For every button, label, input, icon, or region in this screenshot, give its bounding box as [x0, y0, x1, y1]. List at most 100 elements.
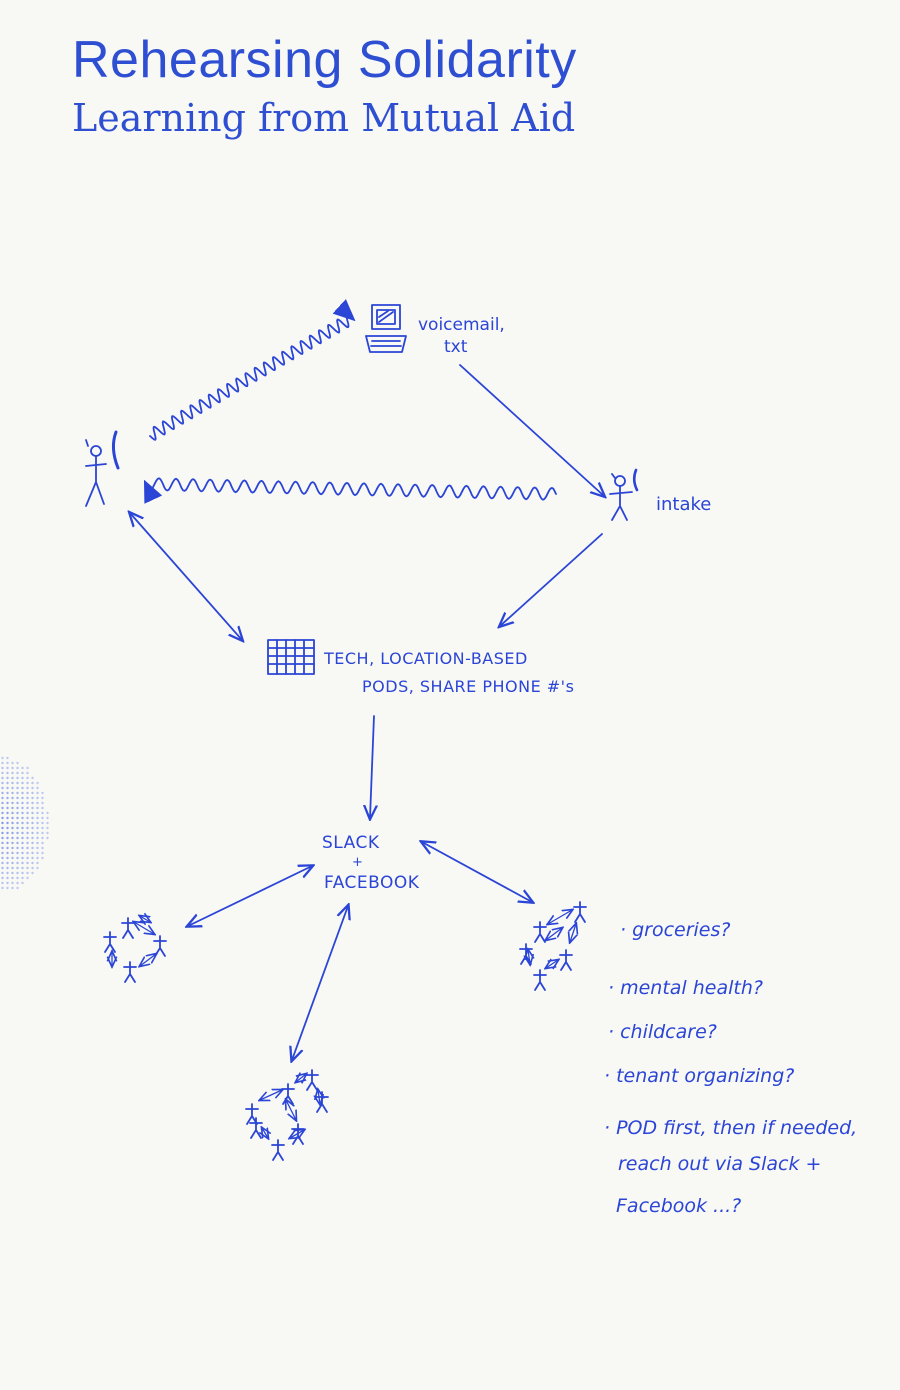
halftone-dot — [21, 806, 24, 810]
halftone-dot — [36, 791, 39, 795]
halftone-dot — [31, 846, 34, 850]
halftone-dot — [1, 801, 4, 805]
halftone-dot — [16, 871, 19, 875]
halftone-dot — [31, 781, 34, 785]
halftone-dot — [21, 776, 24, 780]
halftone-dot — [21, 831, 24, 835]
halftone-dot — [46, 836, 49, 840]
halftone-dot — [1, 771, 4, 775]
halftone-dot — [16, 886, 19, 890]
halftone-dot — [6, 831, 9, 835]
pod-cluster-right — [519, 901, 587, 991]
halftone-dot — [41, 801, 44, 805]
halftone-dot — [21, 846, 24, 850]
halftone-dot — [16, 831, 19, 835]
question-facebook: Facebook ...? — [616, 1195, 741, 1217]
pod-link-arrow — [546, 960, 558, 968]
halftone-dot — [26, 786, 29, 790]
halftone-dot — [1, 861, 4, 865]
halftone-dot — [41, 791, 44, 795]
halftone-dot — [6, 841, 9, 845]
halftone-dot — [21, 871, 24, 875]
halftone-dot — [26, 861, 29, 865]
halftone-dot — [36, 786, 39, 790]
pod-link-arrow — [318, 1090, 320, 1104]
intake-label: intake — [656, 494, 711, 515]
halftone-dot — [41, 841, 44, 845]
halftone-dot — [11, 791, 14, 795]
halftone-dot — [46, 811, 49, 815]
voicemail-label: voicemail, — [418, 315, 505, 335]
halftone-dot — [41, 856, 44, 860]
halftone-dot — [26, 826, 29, 830]
halftone-dot — [1, 816, 4, 820]
halftone-dot — [36, 796, 39, 800]
halftone-dot — [16, 801, 19, 805]
halftone-dot — [36, 856, 39, 860]
halftone-dot — [16, 811, 19, 815]
halftone-dot — [11, 866, 14, 870]
halftone-dot — [6, 861, 9, 865]
pod-link-arrow — [570, 924, 576, 942]
halftone-dot — [6, 836, 9, 840]
halftone-dot — [11, 816, 14, 820]
halftone-dot — [31, 856, 34, 860]
halftone-dot — [1, 846, 4, 850]
arrow-voicemail-to-intake — [459, 364, 604, 496]
halftone-dot — [11, 766, 14, 770]
halftone-dot — [26, 841, 29, 845]
halftone-dot — [16, 791, 19, 795]
spreadsheet-icon — [267, 639, 315, 675]
halftone-dot — [21, 816, 24, 820]
halftone-dots-decoration — [1, 756, 49, 890]
halftone-dot — [6, 761, 9, 765]
halftone-dot — [31, 816, 34, 820]
halftone-dot — [36, 836, 39, 840]
halftone-dot — [41, 811, 44, 815]
halftone-dot — [41, 846, 44, 850]
halftone-dot — [16, 806, 19, 810]
halftone-dot — [6, 801, 9, 805]
halftone-dot — [46, 826, 49, 830]
halftone-dot — [6, 786, 9, 790]
stick-figure — [245, 1103, 259, 1125]
hub-label-slack: SLACK — [322, 833, 380, 853]
halftone-dot — [6, 886, 9, 890]
halftone-dot — [46, 831, 49, 835]
halftone-dot — [6, 781, 9, 785]
halftone-dot — [6, 821, 9, 825]
halftone-dot — [31, 871, 34, 875]
arrow-hub-to-left-pod — [188, 866, 312, 926]
halftone-dot — [31, 841, 34, 845]
halftone-dot — [6, 811, 9, 815]
stick-figure — [533, 969, 547, 991]
pod-link-arrow — [546, 928, 562, 940]
halftone-dot — [11, 771, 14, 775]
halftone-dot — [26, 811, 29, 815]
pod-link-arrow — [528, 950, 530, 964]
halftone-dot — [26, 866, 29, 870]
halftone-dot — [31, 851, 34, 855]
halftone-dot — [21, 791, 24, 795]
question-tenant-organizing: · tenant organizing? — [604, 1065, 794, 1087]
halftone-dot — [1, 761, 4, 765]
halftone-dot — [26, 806, 29, 810]
halftone-dot — [41, 796, 44, 800]
halftone-dot — [26, 796, 29, 800]
halftone-dot — [26, 846, 29, 850]
halftone-dot — [16, 881, 19, 885]
halftone-dot — [21, 796, 24, 800]
halftone-dot — [21, 861, 24, 865]
halftone-dot — [21, 801, 24, 805]
halftone-dot — [6, 826, 9, 830]
halftone-dot — [46, 821, 49, 825]
halftone-dot — [31, 821, 34, 825]
question-reach-out: reach out via Slack + — [618, 1153, 821, 1175]
halftone-dot — [6, 876, 9, 880]
caller-person-icon — [85, 430, 120, 507]
stick-figure — [249, 1117, 263, 1139]
pod-link-arrow — [260, 1090, 282, 1100]
halftone-dot — [1, 871, 4, 875]
halftone-dot — [16, 851, 19, 855]
